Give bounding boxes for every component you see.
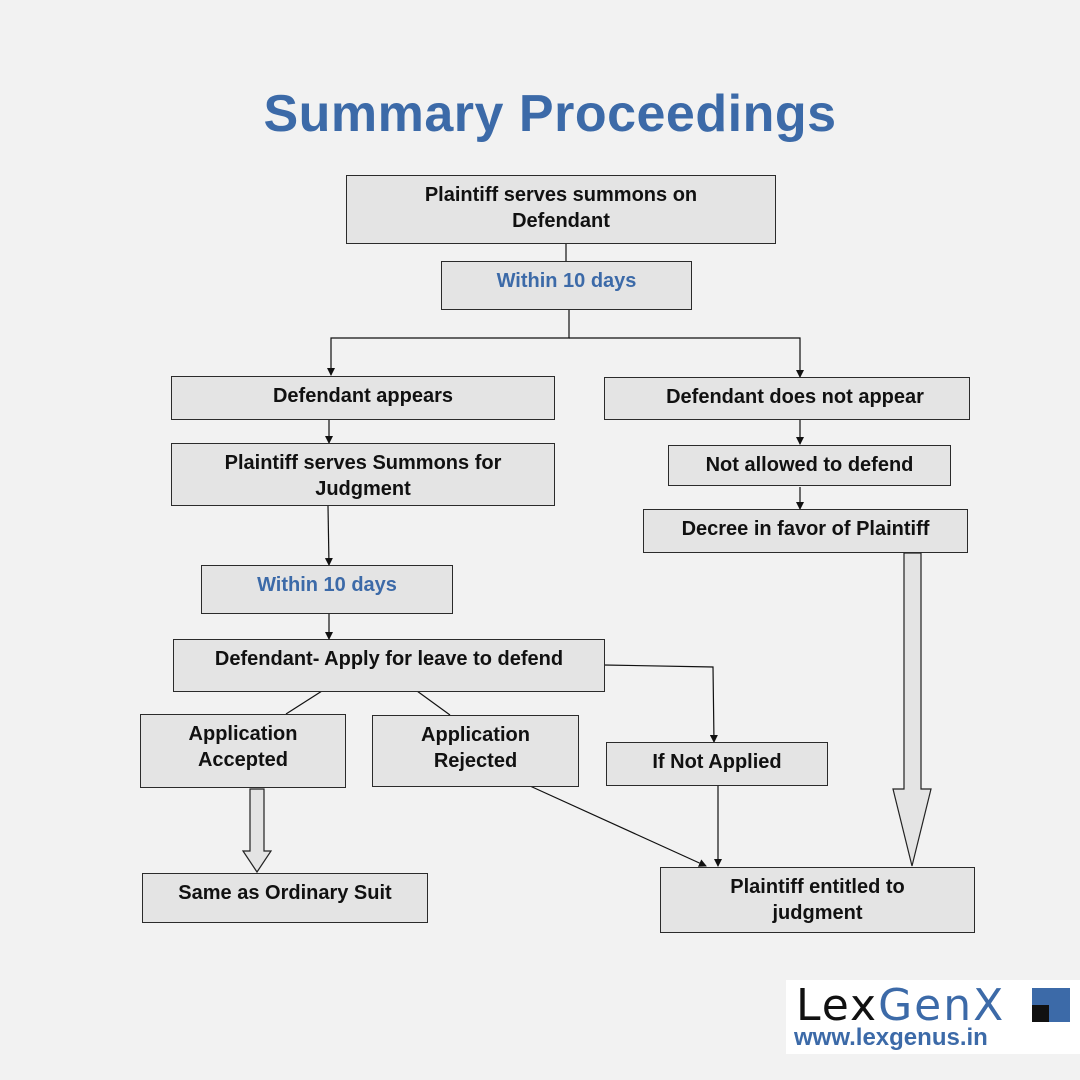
hollow-arrow-accepted-to-ordinary <box>241 788 273 874</box>
node-plaintiff-judgment: Plaintiff entitled to judgment <box>660 867 975 933</box>
node-if-not-applied: If Not Applied <box>606 742 828 786</box>
connector-rejected-to-judgment <box>529 785 707 867</box>
connector-apply-to-not-applied <box>603 664 718 743</box>
node-not-allowed-defend: Not allowed to defend <box>668 445 951 486</box>
connector-within-to-not-appear <box>569 337 804 378</box>
hollow-arrow-decree-to-judgment <box>892 552 932 867</box>
node-within-10-days-first: Within 10 days <box>441 261 692 310</box>
node-application-rejected: Application Rejected <box>372 715 579 787</box>
node-defendant-appears: Defendant appears <box>171 376 555 420</box>
node-apply-leave: Defendant- Apply for leave to defend <box>173 639 605 692</box>
connector-within-split <box>327 309 570 376</box>
node-defendant-not-appear: Defendant does not appear <box>604 377 970 420</box>
logo-wordmark: LexGenX <box>796 980 1006 1031</box>
connector-apply-to-accepted <box>285 690 323 715</box>
connector-summons-judgment-to-within <box>324 505 333 566</box>
logo-url: www.lexgenus.in <box>794 1024 988 1051</box>
node-application-accepted: Application Accepted <box>140 714 346 788</box>
connector-apply-to-rejected <box>416 690 451 716</box>
lexgenx-logo: LexGenX www.lexgenus.in <box>786 980 1080 1054</box>
node-summons-judgment: Plaintiff serves Summons for Judgment <box>171 443 555 506</box>
page-title: Summary Proceedings <box>263 85 837 143</box>
node-decree-plaintiff: Decree in favor of Plaintiff <box>643 509 968 553</box>
node-ordinary-suit: Same as Ordinary Suit <box>142 873 428 923</box>
node-within-10-days-second: Within 10 days <box>201 565 453 614</box>
logo-square-icon <box>1032 988 1070 1022</box>
node-serve-summons: Plaintiff serves summons on Defendant <box>346 175 776 244</box>
